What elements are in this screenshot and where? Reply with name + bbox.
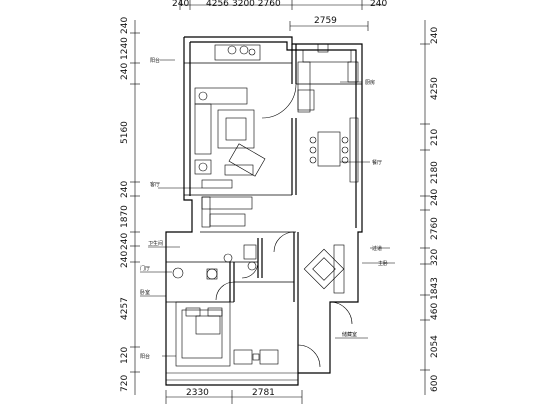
top-dimension-line (179, 0, 385, 31)
room-label-living: 客厅 (150, 181, 160, 188)
right-dim-3: 210 (430, 129, 440, 146)
left-dim-11: 720 (120, 375, 130, 392)
left-dim-1: 240 (120, 17, 130, 34)
right-dimension-line (420, 20, 430, 395)
room-label-bathroom: 卫生间 (148, 240, 163, 247)
room-label-entry: 门厅 (140, 265, 150, 272)
left-dim-6: 1870 (120, 205, 130, 228)
room-label-balcony-2: 阳台 (140, 353, 150, 360)
room-label-balcony: 阳台 (150, 57, 160, 64)
right-dim-5: 240 (430, 189, 440, 206)
left-dim-2: 1240 (120, 37, 130, 60)
furniture (172, 43, 359, 367)
right-dim-9: 460 (430, 303, 440, 320)
bottom-dim-1: 2330 (186, 388, 209, 398)
room-label-kitchen: 厨房 (365, 79, 375, 86)
left-dim-5: 240 (120, 181, 130, 198)
bottom-dimension-line (165, 390, 303, 404)
left-dim-8: 240 (120, 251, 130, 268)
left-dimension-line (130, 20, 140, 395)
room-labels: 阳台 厨房 餐厅 客厅 卫生间 门厅 卧室 过道 主卧 阳台 储藏室 (140, 57, 388, 360)
left-dim-4: 5160 (120, 121, 130, 144)
right-dim-7: 320 (430, 249, 440, 266)
right-dim-10: 2054 (430, 335, 440, 358)
walls (165, 36, 363, 386)
right-dim-6: 2760 (430, 217, 440, 240)
bottom-dim-2: 2781 (252, 388, 275, 398)
left-dim-3: 240 (120, 63, 130, 80)
top-dim-2: 4256 (206, 0, 229, 9)
right-dim-1: 240 (430, 27, 440, 44)
right-dim-8: 1843 (430, 277, 440, 300)
top-dim-1: 240 (172, 0, 189, 9)
right-dimension-labels: 240 4250 210 2180 240 2760 320 1843 460 … (430, 27, 440, 392)
leader-lines (140, 59, 395, 357)
top-dim-truncated: 3200 2760 (232, 0, 281, 9)
right-dim-4: 2180 (430, 161, 440, 184)
room-label-bedroom: 卧室 (140, 289, 150, 296)
left-dim-10: 120 (120, 347, 130, 364)
right-dim-2: 4250 (430, 77, 440, 100)
top-dim-3: 2759 (314, 16, 337, 26)
room-label-corridor: 过道 (372, 245, 382, 252)
left-dim-7: 240 (120, 233, 130, 250)
room-label-storage: 储藏室 (342, 331, 357, 338)
room-label-master: 主卧 (378, 260, 388, 267)
left-dimension-labels: 240 1240 240 5160 240 1870 240 240 4257 … (120, 17, 130, 392)
left-dim-9: 4257 (120, 297, 130, 320)
room-label-dining: 餐厅 (372, 159, 382, 166)
top-dim-4: 240 (370, 0, 387, 9)
right-dim-11: 600 (430, 375, 440, 392)
door-swings (215, 83, 353, 368)
